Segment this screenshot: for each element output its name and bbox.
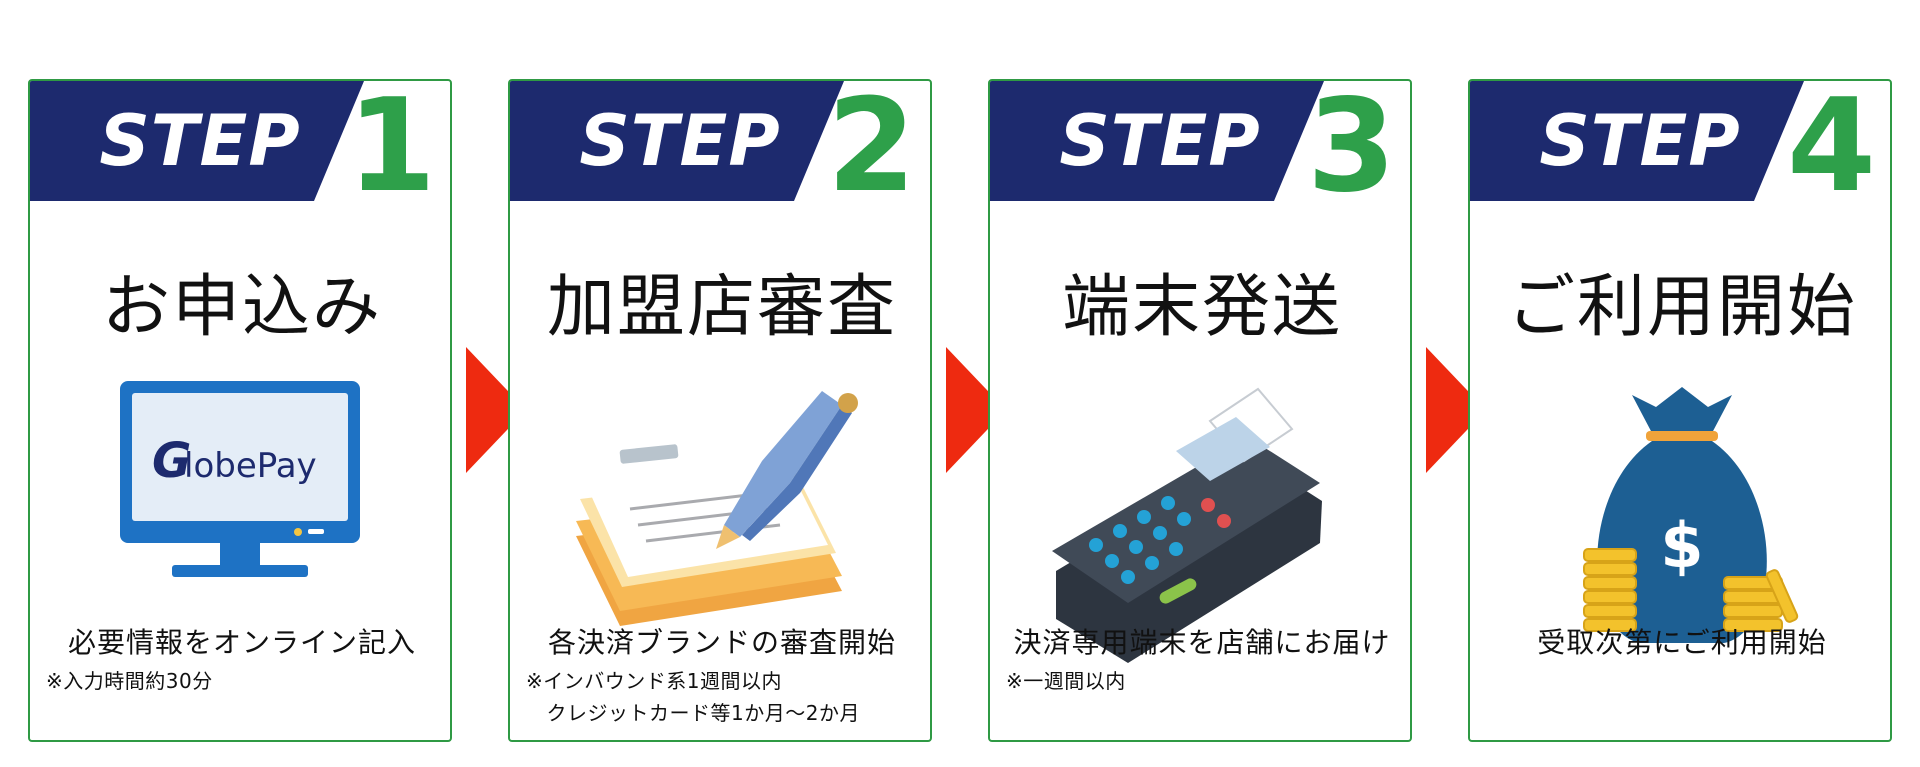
step-banner xyxy=(30,81,364,201)
step-note: ※入力時間約30分 xyxy=(46,669,213,693)
logo-letter: G xyxy=(152,433,191,489)
step-description: 各決済ブランドの審査開始 xyxy=(547,626,896,659)
step-label: STEP xyxy=(99,100,301,182)
money-bag-icon: $ xyxy=(1583,387,1799,643)
step-note: ※一週間以内 xyxy=(1006,669,1126,693)
payment-terminal-icon xyxy=(1052,387,1322,663)
step-description: 必要情報をオンライン記入 xyxy=(67,626,416,659)
step-description: 受取次第にご利用開始 xyxy=(1537,626,1827,659)
step-banner xyxy=(1470,81,1804,201)
step-card-3: STEP 3 端末発送 決済専用端末を店舗にお届け ※一週間以内 xyxy=(988,79,1412,742)
step-number: 1 xyxy=(346,79,436,221)
step-note: ※インバウンド系1週間以内 クレジットカード等1か月～2か月 xyxy=(526,669,860,725)
step-banner xyxy=(990,81,1324,201)
step-card-4: STEP 4 ご利用開始 $ 受取次第にご利用開始 xyxy=(1468,79,1892,742)
monitor-icon: G lobePay xyxy=(120,381,360,577)
step-card-1: STEP 1 お申込み G lobePay 必要情報をオンライン記入 ※入力時間… xyxy=(28,79,452,742)
step-banner xyxy=(510,81,844,201)
step-title: 端末発送 xyxy=(1061,268,1342,347)
step-label: STEP xyxy=(579,100,781,182)
step-label: STEP xyxy=(1059,100,1261,182)
step-card-2: STEP 2 加盟店審査 各決済ブランドの審査開始 ※インバウンド系1週間以内 … xyxy=(508,79,932,742)
step-label: STEP xyxy=(1539,100,1741,182)
step-title: お申込み xyxy=(101,268,382,347)
arrow-right-icon xyxy=(1426,347,1486,473)
arrow-right-icon xyxy=(466,347,526,473)
step-title: ご利用開始 xyxy=(1506,268,1857,347)
arrow-right-icon xyxy=(946,347,1006,473)
step-number: 4 xyxy=(1786,79,1876,221)
step-number: 3 xyxy=(1306,79,1396,221)
step-description: 決済専用端末を店舗にお届け xyxy=(1013,626,1391,659)
step-number: 2 xyxy=(826,79,916,221)
logo-text: lobePay xyxy=(184,446,317,486)
document-pen-icon xyxy=(576,391,858,626)
dollar-sign: $ xyxy=(1660,509,1703,582)
step-title: 加盟店審査 xyxy=(546,268,897,347)
